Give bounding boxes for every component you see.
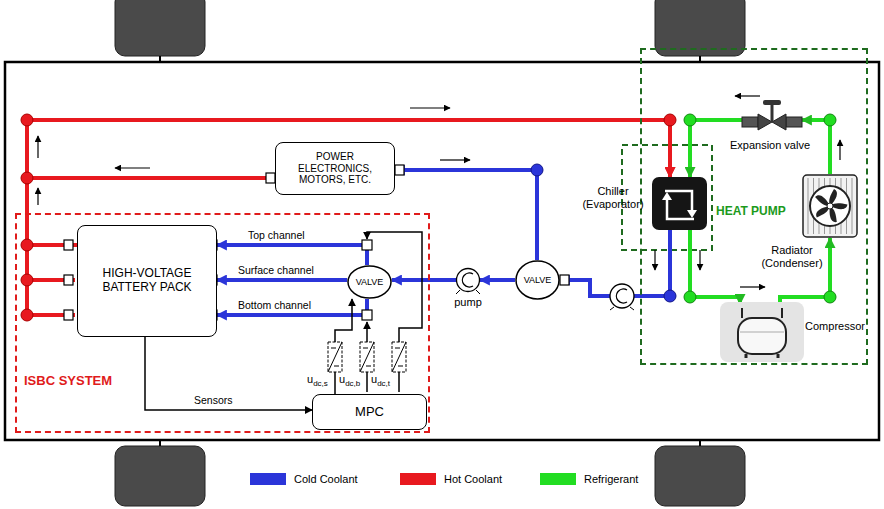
legend-text: Refrigerant: [584, 472, 638, 486]
signal-name: udc,s: [307, 373, 328, 389]
legend-text: Cold Coolant: [294, 472, 358, 486]
component-label: Compressor: [802, 320, 868, 333]
pipe-line: [480, 278, 515, 282]
connector-label: Top channel: [246, 229, 307, 242]
dc-converter: [360, 342, 374, 372]
flow-arrow: [839, 140, 840, 160]
box-text: VALVE: [524, 275, 552, 285]
legend-swatch: [400, 473, 436, 485]
connector-label: Bottom channel: [236, 299, 313, 312]
expansion-valve-symbol: Expansion valve: [742, 110, 802, 134]
heat-pump-region: HEAT PUMP Chiller (Evaporator) Expansion v…: [640, 48, 868, 365]
component-label: ISBC SYSTEM: [24, 374, 134, 389]
flow-arrow: [410, 107, 450, 108]
pump-symbol: [610, 284, 634, 310]
component-label: HEAT PUMP: [716, 205, 796, 219]
flow-arrow: [115, 167, 150, 168]
connector-label: Sensors: [192, 394, 235, 407]
controller-box: MPC: [312, 394, 427, 430]
signal-line: [145, 337, 312, 410]
chiller-symbol-drawing: [652, 177, 707, 230]
flow-arrow: [37, 136, 38, 158]
component-label: Expansion valve: [718, 139, 822, 152]
radiator-symbol-drawing: [802, 174, 858, 238]
chiller-symbol: Chiller (Evaporator): [652, 177, 707, 230]
component-label: Chiller (Evaporator): [578, 185, 648, 210]
expansion-valve-symbol-drawing: [742, 110, 802, 134]
pipe-line: [217, 299, 367, 315]
dc-converter: [328, 342, 342, 372]
box-text: POWER ELECTRONICS, MOTORS, ETC.: [279, 151, 391, 186]
flow-arrow: [440, 159, 470, 160]
signal-name: udc,b: [339, 373, 360, 389]
valve-symbol: VALVE: [347, 265, 392, 299]
wheel: [115, 446, 205, 506]
box-text: HIGH-VOLTAGE BATTERY PACK: [97, 267, 197, 295]
legend-swatch: [250, 473, 286, 485]
dc-converter: [392, 342, 406, 372]
wheel: [655, 446, 745, 506]
pump-symbol-drawing: [456, 268, 480, 292]
radiator-symbol: Radiator (Condenser): [802, 174, 858, 238]
box-text: VALVE: [356, 277, 384, 287]
legend-text: Hot Coolant: [444, 472, 502, 486]
compressor-symbol-drawing: [724, 304, 800, 360]
pipe-line: [217, 278, 347, 282]
valve-symbol: VALVE: [515, 260, 560, 300]
component-box: POWER ELECTRONICS, MOTORS, ETC.: [275, 142, 395, 195]
battery-pack: HIGH-VOLTAGE BATTERY PACK: [77, 225, 217, 337]
flow-arrow: [37, 188, 38, 205]
flow-arrow: [654, 250, 655, 270]
wheel: [115, 0, 205, 56]
box-text: MPC: [355, 405, 384, 420]
component-label: pump: [446, 296, 490, 309]
pump-symbol: pump: [456, 268, 480, 292]
connector-label: Surface channel: [236, 264, 316, 277]
compressor-symbol: Compressor: [724, 304, 800, 360]
pipe-line: [690, 230, 740, 304]
pipe-line: [395, 170, 537, 260]
signal-name: udc,t: [371, 373, 390, 389]
evaporator-region: [622, 145, 712, 250]
vehicle-outline: [5, 62, 879, 440]
pipe-junction: [21, 114, 676, 321]
flow-arrow: [699, 250, 700, 270]
pipe-line: [217, 245, 367, 265]
pipe-line: [392, 278, 456, 282]
legend-swatch: [540, 473, 576, 485]
flow-arrow: [735, 95, 760, 96]
flow-arrow: [740, 286, 765, 287]
control-line: [367, 232, 422, 392]
component-label: Radiator (Condenser): [756, 244, 828, 269]
